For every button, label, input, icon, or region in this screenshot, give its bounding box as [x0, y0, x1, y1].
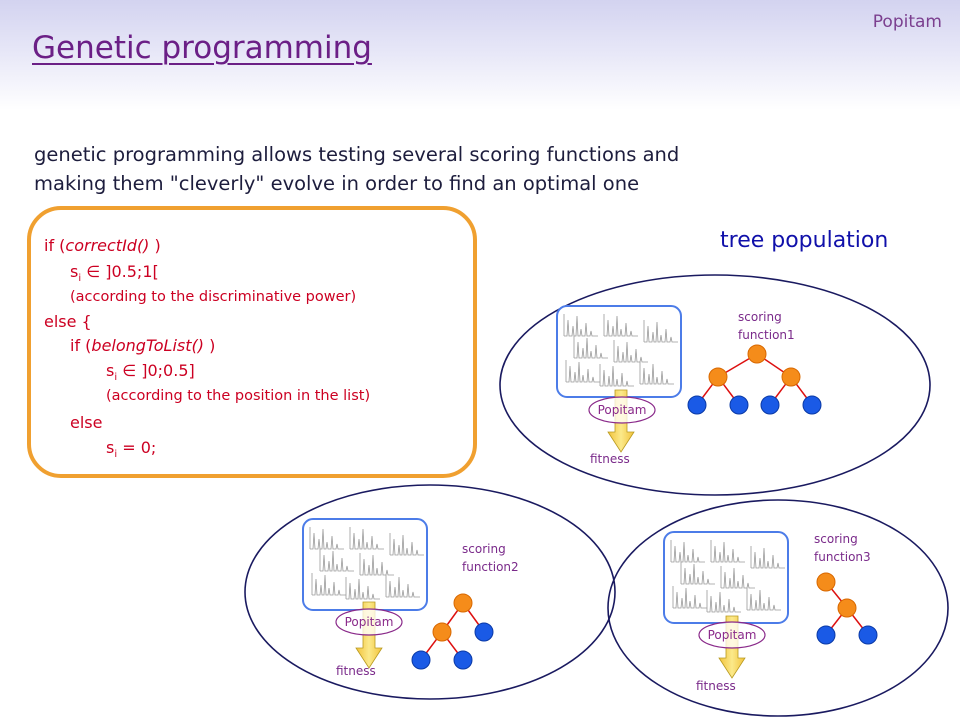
correctid-call: correctId() — [65, 236, 150, 255]
tree-node-blue — [474, 622, 494, 642]
rule-else-open: else { — [44, 312, 92, 331]
tree-node-blue — [802, 395, 822, 415]
if-keyword: if ( — [44, 236, 66, 255]
rule-inner-if-line: if (belongToList() ) — [70, 336, 215, 355]
tree-node-blue — [729, 395, 749, 415]
scoring-label-3b: function3 — [814, 550, 871, 564]
population-ellipse-1 — [499, 274, 931, 496]
popitam-label-1: Popitam — [598, 403, 647, 417]
population-ellipse-2 — [244, 484, 616, 700]
scoring-label-2a: scoring — [462, 542, 506, 556]
if-close: ) — [149, 236, 161, 255]
range-1: ∈ ]0.5;1[ — [81, 262, 159, 281]
rule-if-line: if (correctId() ) — [44, 236, 161, 255]
tree-node-orange — [837, 598, 857, 618]
spectra-panel-1 — [556, 305, 682, 398]
popitam-badge-2 — [335, 608, 403, 636]
fitness-label-2: fitness — [336, 664, 376, 678]
assign-zero: = 0; — [117, 438, 157, 457]
score-symbol: s — [106, 438, 115, 457]
header-band — [0, 0, 960, 110]
intro-line-2: making them "cleverly" evolve in order t… — [34, 172, 640, 195]
score-symbol: s — [70, 262, 79, 281]
tree-node-blue — [760, 395, 780, 415]
tree-node-orange — [453, 593, 473, 613]
belongtolist-call: belongToList() — [91, 336, 204, 355]
scoring-rule-box — [27, 206, 477, 478]
intro-text: genetic programming allows testing sever… — [34, 140, 874, 198]
popitam-label-3: Popitam — [708, 628, 757, 642]
scoring-label-1b: function1 — [738, 328, 795, 342]
popitam-badge-1 — [588, 396, 656, 424]
spectra-panel-2 — [302, 518, 428, 611]
range-2: ∈ ]0;0.5] — [117, 361, 195, 380]
inner-if-keyword: if ( — [70, 336, 92, 355]
tree-node-orange — [708, 367, 728, 387]
inner-if-close: ) — [203, 336, 216, 355]
scoring-label-2b: function2 — [462, 560, 519, 574]
scoring-label-3a: scoring — [814, 532, 858, 546]
tree-node-orange — [747, 344, 767, 364]
fitness-label-3: fitness — [696, 679, 736, 693]
score-symbol: s — [106, 361, 115, 380]
popitam-label-2: Popitam — [345, 615, 394, 629]
page-title: Genetic programming — [32, 30, 372, 66]
scoring-label-1a: scoring — [738, 310, 782, 324]
score-subscript: i — [78, 273, 82, 285]
brand-label: Popitam — [872, 12, 942, 32]
score-subscript: i — [114, 449, 118, 461]
rule-range-2: si ∈ ]0;0.5] — [106, 361, 195, 383]
population-member-3: Popitam fitness scoring function3 — [607, 499, 949, 717]
popitam-badge-3 — [698, 621, 766, 649]
tree-node-orange — [432, 622, 452, 642]
rule-assign-zero: si = 0; — [106, 438, 156, 460]
tree-population-label: tree population — [720, 228, 889, 253]
score-subscript: i — [114, 372, 118, 384]
population-member-1: Popitam fitness scoring function1 — [499, 274, 931, 496]
tree-node-orange — [816, 572, 836, 592]
rule-note-1: (according to the discriminative power) — [70, 289, 357, 305]
intro-line-1: genetic programming allows testing sever… — [34, 143, 680, 166]
tree-node-orange — [781, 367, 801, 387]
fitness-label-1: fitness — [590, 452, 630, 466]
rule-range-1: si ∈ ]0.5;1[ — [70, 262, 159, 284]
spectra-panel-3 — [663, 531, 789, 624]
population-ellipse-3 — [607, 499, 949, 717]
tree-node-blue — [453, 650, 473, 670]
rule-note-2: (according to the position in the list) — [106, 388, 371, 404]
population-member-2: Popitam fitness scoring function2 — [244, 484, 616, 700]
rule-else-kw: else — [70, 413, 103, 432]
tree-node-blue — [858, 625, 878, 645]
tree-node-blue — [687, 395, 707, 415]
tree-node-blue — [411, 650, 431, 670]
tree-node-blue — [816, 625, 836, 645]
